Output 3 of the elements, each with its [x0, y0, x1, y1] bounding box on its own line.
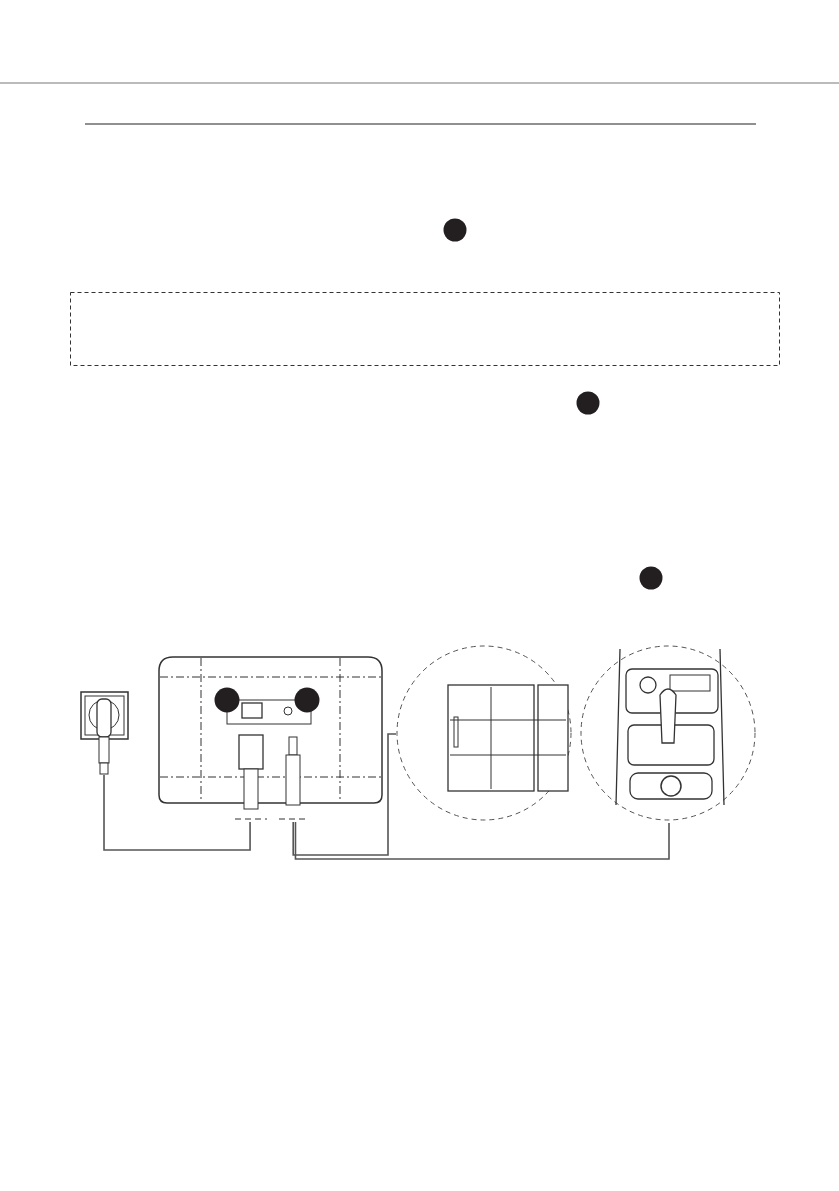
- cable: [103, 774, 251, 851]
- cable: [294, 821, 670, 860]
- cable: [292, 733, 397, 856]
